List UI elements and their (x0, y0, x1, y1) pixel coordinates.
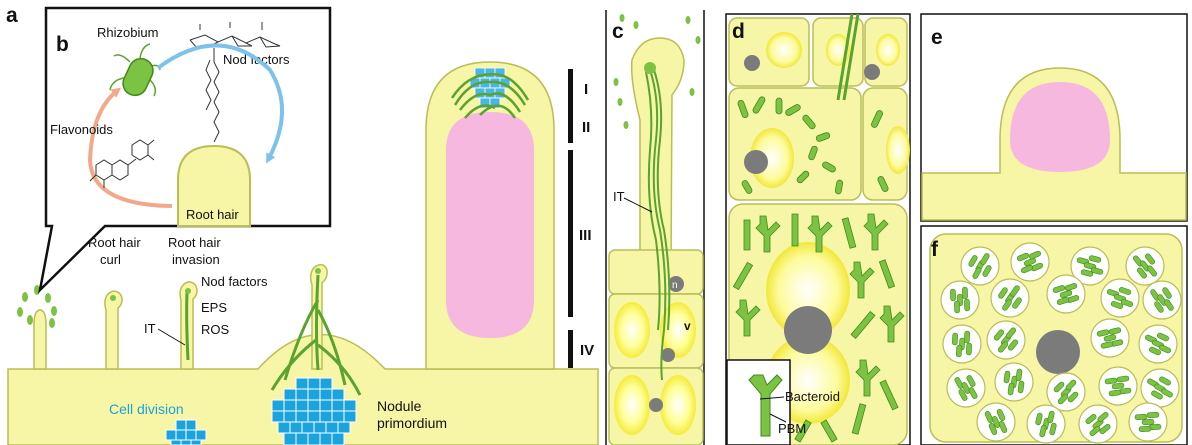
zone-bars: I II III IV (568, 69, 594, 368)
nucleus-d (784, 306, 832, 354)
mature-nodule (426, 62, 554, 369)
rhizobium-label: Rhizobium (97, 25, 158, 40)
panel-d-label: d (732, 20, 745, 43)
zone-iii-bar (568, 150, 573, 317)
cell-division-label: Cell division (109, 401, 184, 417)
bacteroid-label: Bacteroid (785, 389, 840, 404)
nucleus (649, 398, 663, 412)
panel-a-label: a (6, 4, 18, 27)
pbm-label: PBM (778, 421, 806, 436)
bacteroid-f (1135, 414, 1147, 420)
vacuole (614, 302, 650, 358)
vacuole (614, 375, 650, 435)
nucleus-f (1036, 330, 1080, 374)
zone-iv-label: IV (580, 342, 594, 359)
bacterium (49, 318, 55, 328)
nodule-label-1: Nodule (377, 398, 422, 414)
vacuole-v-label: v (684, 319, 691, 333)
bacteroid-f (950, 289, 955, 301)
panel-e: e (921, 14, 1187, 221)
nodule-label-2: primordium (377, 415, 447, 431)
infection-thread (187, 292, 188, 360)
panel-b-label: b (56, 33, 69, 56)
zone-i-label: I (584, 81, 588, 98)
bacteroid-f (964, 299, 969, 311)
bacteroid-f (966, 343, 972, 355)
nod-factors-label: Nod factors (201, 274, 268, 289)
panel-d: Bacteroid PBM d (726, 14, 910, 445)
nucleus (661, 348, 675, 362)
zone-ii-bar (568, 111, 573, 143)
root-hair-curl (105, 291, 122, 369)
panel-c: n v c IT (606, 10, 704, 445)
bacteroid-f (952, 333, 958, 345)
bacterium (22, 292, 28, 302)
vacuole (660, 375, 696, 435)
flavonoids-label: Flavonoids (50, 122, 113, 137)
it-label-a: IT (144, 321, 156, 336)
bacterium (17, 307, 23, 317)
root-hair-curl-label-2: curl (100, 252, 121, 267)
panel-f-label: f (931, 238, 939, 261)
ros-label: ROS (201, 322, 230, 337)
bacteroid-f (1142, 419, 1154, 425)
bacterium (51, 306, 57, 316)
it-label-c: IT (613, 189, 625, 204)
cortex-cell (609, 250, 703, 294)
microcolony (644, 62, 656, 74)
panel-e-label: e (931, 26, 943, 49)
infected-zone (446, 112, 534, 338)
bacteroid-f (962, 287, 967, 299)
root-hair-invasion-label-2: invasion (172, 252, 220, 267)
panel-f: f (921, 226, 1187, 445)
root-hair-invasion-label-1: Root hair (168, 235, 221, 250)
bacterium (27, 315, 33, 325)
root-hair-label-b: Root hair (186, 207, 239, 222)
bacterium (45, 293, 51, 303)
zone-iv-bar (568, 330, 573, 368)
root-hair-curl-label-1: Root hair (88, 235, 141, 250)
bacteroid-f (964, 331, 970, 343)
bacteroid-f (954, 301, 959, 313)
zone-ii-label: II (582, 119, 590, 136)
root-hair-invasion (180, 282, 197, 369)
eps-label: EPS (201, 300, 227, 315)
bacteroid-f (1147, 412, 1159, 418)
panel-c-label: c (612, 20, 624, 43)
nucleus-n-label: n (672, 280, 678, 291)
zone-iii-label: III (579, 227, 592, 244)
young-infected-zone (1010, 82, 1110, 172)
root-hair-1 (17, 285, 57, 369)
bacteroid-f (1139, 426, 1151, 432)
bacteroid-f (956, 345, 962, 357)
